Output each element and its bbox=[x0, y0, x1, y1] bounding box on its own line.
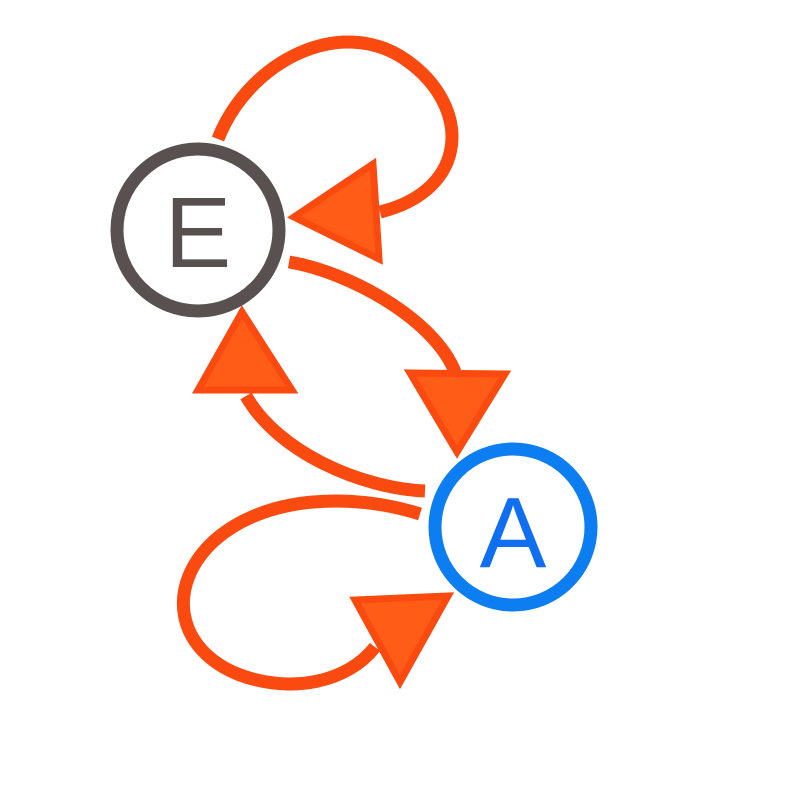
edge-E-to-A bbox=[287, 255, 512, 459]
node-A: A bbox=[428, 442, 598, 612]
edge-A-to-A-curve bbox=[176, 494, 422, 691]
node-E: E bbox=[110, 142, 286, 318]
edge-E-to-A-curve bbox=[287, 255, 462, 375]
edge-E-to-E-arrowhead bbox=[287, 157, 383, 265]
edge-E-to-A-arrowhead bbox=[403, 369, 512, 459]
node-E-circle bbox=[110, 142, 286, 318]
edge-A-to-E-curve bbox=[240, 392, 426, 498]
edge-E-to-E bbox=[211, 35, 459, 265]
edge-A-to-A bbox=[176, 494, 455, 691]
edge-A-to-E bbox=[192, 305, 426, 498]
edge-A-to-A-arrowhead bbox=[349, 592, 455, 690]
node-A-circle bbox=[428, 442, 598, 612]
node-E-label: E bbox=[165, 177, 232, 289]
node-A-label: A bbox=[480, 477, 547, 589]
edge-A-to-E-arrowhead bbox=[192, 305, 299, 394]
edge-E-to-E-curve bbox=[211, 35, 459, 219]
